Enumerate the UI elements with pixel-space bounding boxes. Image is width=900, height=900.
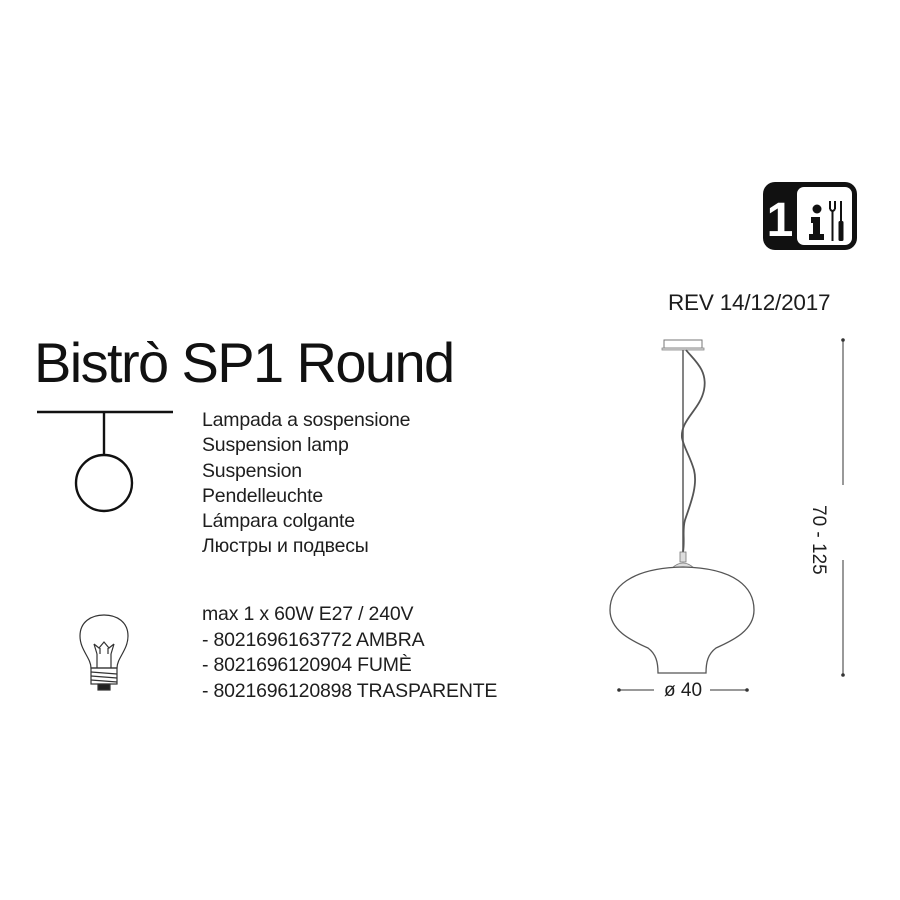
variant-ambra: - 8021696163772 AMBRA [202,628,425,651]
type-de: Pendelleuchte [202,484,323,507]
package-count: 1 [767,194,794,247]
revision-date: REV 14/12/2017 [668,290,831,315]
variant-fume: - 8021696120904 FUMÈ [202,654,412,676]
instruction-badge: 1 [762,181,858,251]
lamp-type-list: Lampada a sospensione Suspension lamp Su… [202,408,410,560]
canopy-icon [661,339,705,351]
height-dimension-label: 70 - 125 [808,505,829,575]
type-fr: Suspension [202,459,302,482]
power-cord [681,349,706,553]
diameter-dimension-label: ø 40 [660,680,707,702]
specifications: max 1 x 60W E27 / 240V - 8021696163772 A… [202,602,497,704]
badge-frame-icon: 1 [763,182,857,250]
pendant-lamp-symbol-icon [37,410,173,513]
screwdriver-wrench-icon [829,201,844,241]
type-es: Lámpara colgante [202,510,355,533]
lamp-technical-drawing [609,338,845,692]
info-icon [809,204,824,240]
variant-trasparente: - 8021696120898 TRASPARENTE [202,679,498,702]
type-en: Suspension lamp [202,434,349,457]
glass-shade [609,566,755,674]
type-ru: Люстры и подвесы [202,535,369,558]
light-bulb-icon [79,614,129,691]
power-spec: max 1 x 60W E27 / 240V [202,603,414,625]
product-title: Bistrò SP1 Round [34,331,455,394]
type-it: Lampada a sospensione [202,409,411,431]
